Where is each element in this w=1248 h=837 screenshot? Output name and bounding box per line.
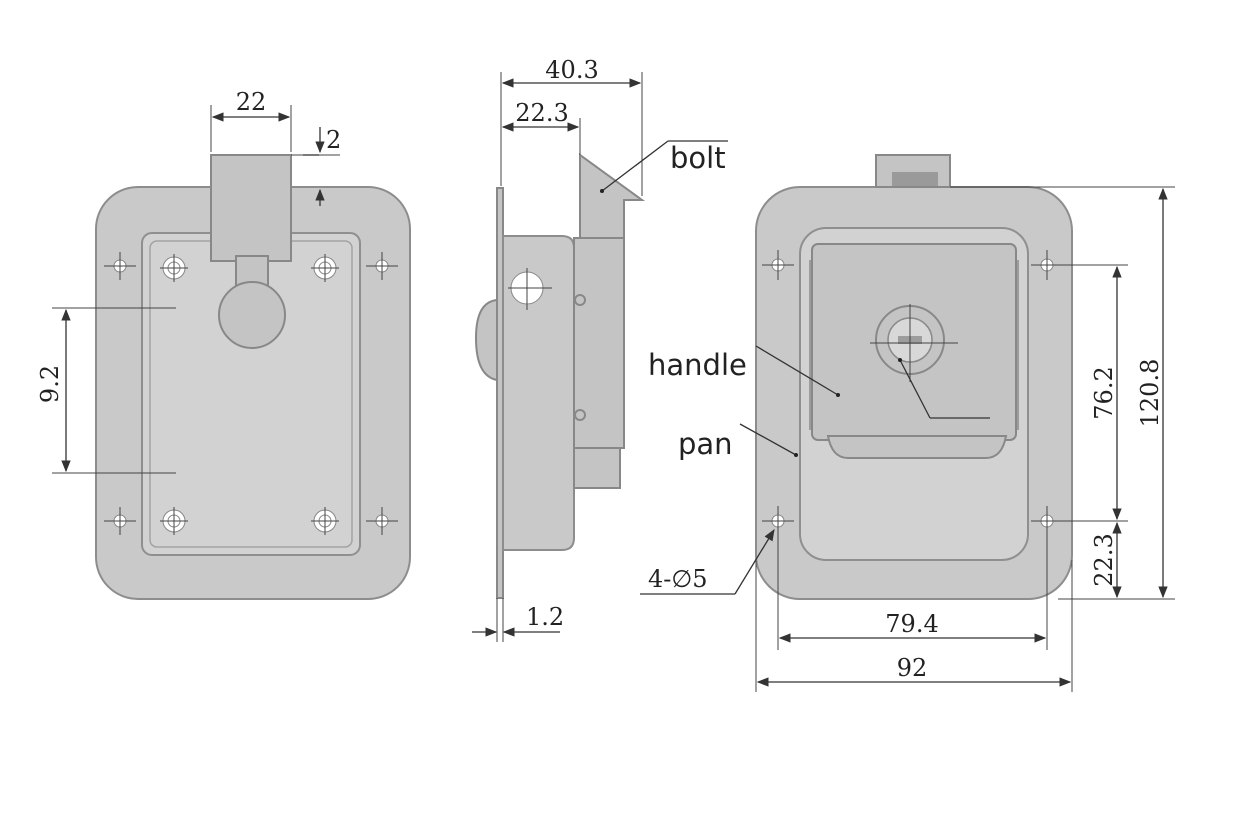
pan-callout: pan (678, 423, 798, 461)
bolt-callout: bolt (600, 140, 728, 193)
dim-text-79-4: 79.4 (885, 610, 938, 638)
dim-text-92: 92 (897, 654, 928, 682)
side-centerline (508, 268, 552, 310)
dim-text-1-2: 1.2 (526, 603, 564, 631)
front-dim-latch-width: 22 (210, 88, 292, 152)
front-screw-bottom-left (160, 507, 188, 535)
back-dim-hole-vertical: 76.2 (1048, 264, 1128, 522)
front-screw-top-left (160, 254, 188, 282)
side-bolt (579, 153, 646, 239)
dim-text-40-3: 40.3 (545, 56, 598, 84)
handle-callout: handle (648, 345, 990, 419)
dim-text-22-3-back: 22.3 (1090, 533, 1118, 586)
front-screw-top-right (311, 254, 339, 282)
back-dim-hole-horizontal: 79.4 (777, 530, 1048, 650)
back-dim-total-width: 92 (755, 560, 1073, 692)
side-lock-dome (474, 298, 498, 382)
back-view: handle pan 4-∅5 120.8 76.2 (640, 154, 1175, 692)
front-dim-slot-spacing: 9.2 (36, 307, 176, 474)
front-mount-holes (104, 252, 398, 535)
back-dim-hole-bottom-offset: 22.3 (1090, 521, 1122, 599)
back-mount-holes (762, 250, 1063, 536)
side-mechanism-lower (573, 447, 621, 489)
side-dim-body-depth: 22.3 (501, 99, 581, 155)
back-bolt-slot (892, 172, 938, 186)
dim-text-120-8: 120.8 (1136, 359, 1164, 428)
label-bolt: bolt (670, 141, 726, 175)
label-hole-spec: 4-∅5 (648, 565, 708, 593)
dim-text-22-3-side: 22.3 (515, 99, 568, 127)
side-dim-flange: 1.2 (472, 598, 564, 642)
back-handle-lip (826, 435, 1008, 459)
dim-text-22: 22 (236, 88, 267, 116)
front-dim-offset: 2 (291, 126, 341, 206)
front-view: 22 2 9.2 (36, 88, 411, 600)
label-pan: pan (678, 427, 733, 461)
back-dim-total-height: 120.8 (950, 186, 1175, 600)
back-lock-cylinder (870, 304, 958, 382)
dim-text-76-2: 76.2 (1090, 366, 1118, 419)
side-view: 40.3 22.3 1.2 bolt (472, 56, 728, 642)
side-dim-overall-depth: 40.3 (500, 56, 643, 196)
front-latch-tab (210, 154, 292, 262)
side-pan-body (502, 235, 575, 551)
front-screw-bottom-right (311, 507, 339, 535)
front-lock-boss (218, 281, 286, 349)
hole-spec-callout: 4-∅5 (640, 529, 775, 595)
dim-text-2: 2 (326, 126, 341, 154)
dim-text-9-2: 9.2 (36, 365, 64, 403)
side-rivet-bottom (574, 409, 586, 421)
label-handle: handle (648, 348, 747, 382)
side-rivet-top (574, 294, 586, 306)
